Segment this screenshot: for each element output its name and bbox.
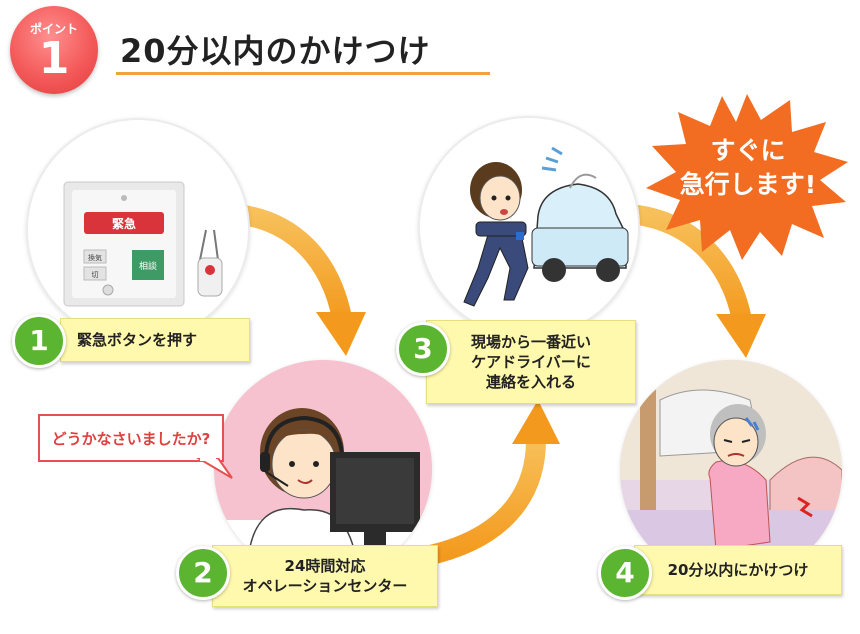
consult-button-text: 相談	[139, 260, 157, 272]
urgent-burst-text: すぐに 急行します!	[660, 134, 836, 202]
step3-label-line2: ケアドライバーに	[471, 353, 591, 371]
alarm-button-shape	[84, 212, 164, 234]
step4-number-badge: 4	[598, 546, 652, 600]
urgent-burst	[646, 94, 848, 260]
step3-label-line1: 現場から一番近い	[470, 333, 591, 351]
point-badge-label: ポイント	[29, 22, 78, 36]
urgent-burst-line1: すぐに	[710, 136, 786, 165]
step2-label-line1: 24時間対応	[284, 557, 366, 575]
emergency-device-illustration: 緊急 換気 切 相談	[63, 181, 223, 307]
point-badge-number: 1	[38, 33, 70, 84]
small-button-left-top: 換気	[88, 253, 102, 262]
step1-number-badge: 1	[12, 314, 66, 368]
emergency-device-scene: 緊急 換気 切 相談	[26, 118, 250, 342]
arrow-step2-to-step3	[416, 400, 560, 566]
step3-label: 現場から一番近い ケアドライバーに 連絡を入れる	[426, 320, 636, 404]
consult-button-shape	[132, 250, 164, 280]
care-driver-scene	[418, 116, 640, 338]
step3-number-badge: 3	[396, 322, 450, 376]
urgent-burst-line2: 急行します!	[679, 170, 817, 199]
step1-label: 緊急ボタンを押す	[60, 318, 250, 362]
urgent-burst-shape	[646, 94, 848, 260]
speech-bubble: どうかなさいましたか?	[38, 414, 224, 462]
care-driver-illustration	[463, 146, 629, 307]
step4-label: 20分以内にかけつけ	[634, 545, 842, 595]
step3-label-line3: 連絡を入れる	[485, 373, 576, 391]
step2-label: 24時間対応 オペレーションセンター	[212, 545, 438, 607]
arrow-step1-to-step2	[226, 204, 366, 356]
alarm-button-text: 緊急	[112, 216, 136, 231]
speech-bubble-tail	[196, 458, 233, 479]
step2-number-badge: 2	[176, 546, 230, 600]
point-badge: ポイント 1	[10, 6, 98, 94]
title-underline	[116, 72, 490, 75]
page-title: 20分以内のかけつけ	[120, 32, 431, 70]
small-button-left-bottom: 切	[92, 271, 99, 279]
step2-label-line2: オペレーションセンター	[242, 577, 408, 595]
